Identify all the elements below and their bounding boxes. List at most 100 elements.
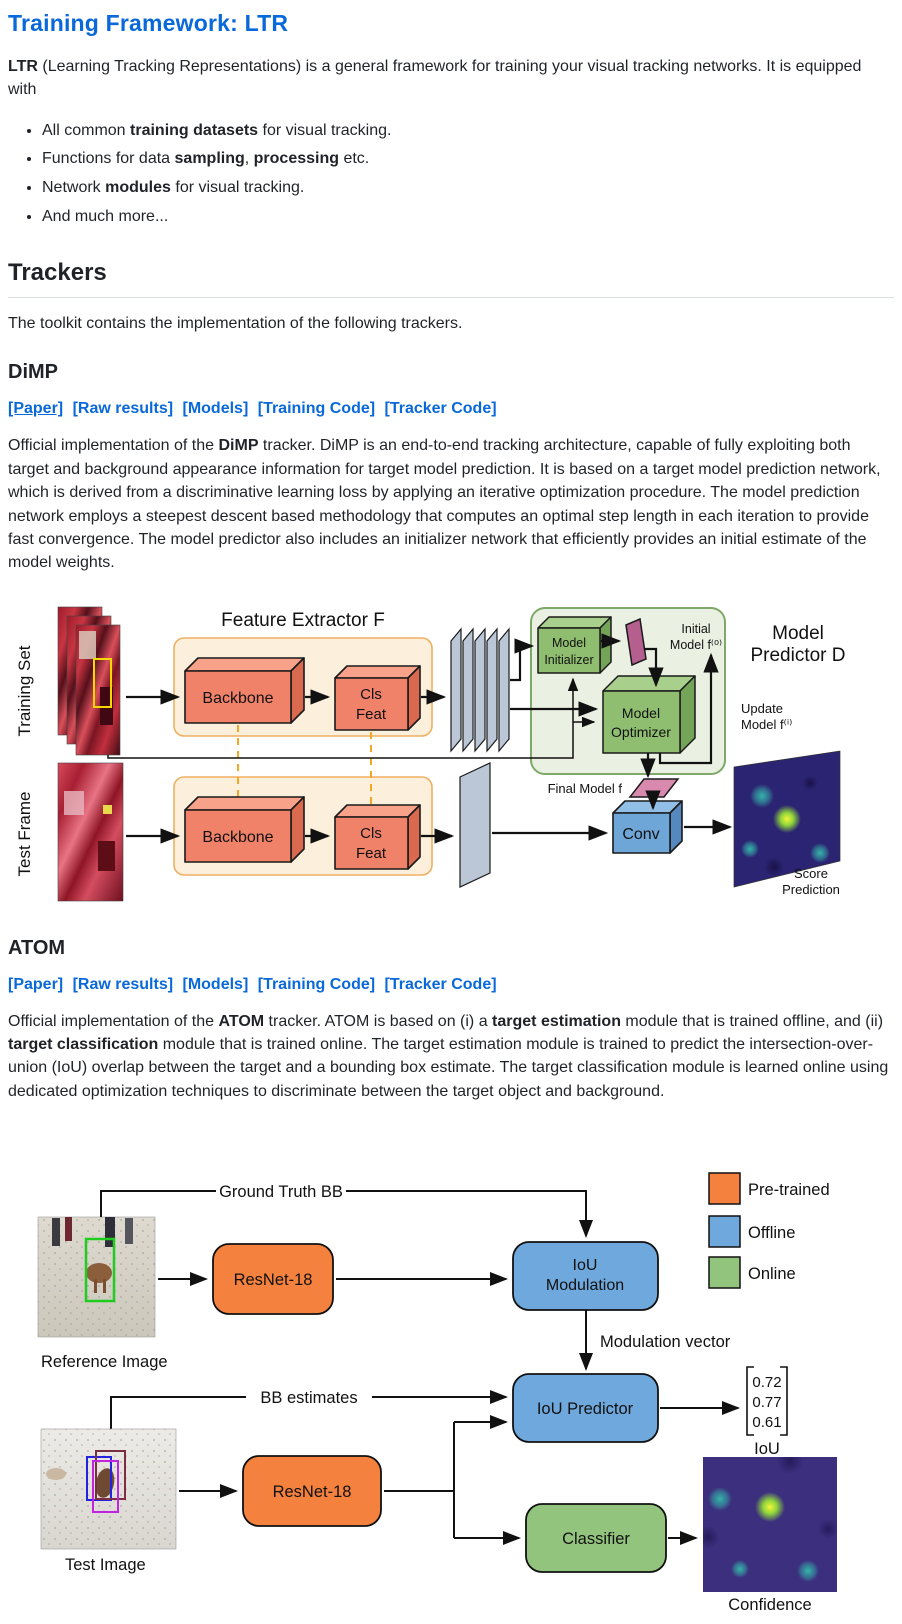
legend: Pre-trained Offline Online <box>708 1172 830 1289</box>
dimp-figure-svg: Training Set Test Frame Feature Extracto… <box>15 606 846 901</box>
model-initializer-label-2: Initializer <box>544 653 593 667</box>
ltr-intro: LTR (Learning Tracking Representations) … <box>8 58 862 99</box>
legend-label-online: Online <box>748 1265 796 1283</box>
iou-modulation-label-2: Modulation <box>546 1277 624 1294</box>
annotation-line <box>107 677 596 759</box>
backbone-label-top: Backbone <box>202 690 273 707</box>
resnet18-box-top <box>212 1243 334 1315</box>
bb-estimate-maroon <box>95 1450 126 1501</box>
ltr-feature-list: All common training datasets for visual … <box>8 120 894 227</box>
update-model-label-1: Update <box>741 701 783 716</box>
trackers-heading: Trackers <box>8 259 894 299</box>
resnet18-box-bottom <box>242 1455 382 1527</box>
legend-swatch-online <box>708 1256 741 1289</box>
backbone-label-bottom: Backbone <box>202 829 273 846</box>
list-item: And much more... <box>42 206 894 228</box>
backbone-box-top <box>184 656 305 724</box>
cls-feat-label-bottom-1: Cls <box>360 825 382 842</box>
training-code-link[interactable]: [Training Code] <box>257 975 376 993</box>
training-code-link[interactable]: [Training Code] <box>257 400 376 418</box>
iou-modulation-box <box>512 1241 659 1311</box>
cls-feat-box-bottom <box>334 803 421 870</box>
test-frame-label: Test Frame <box>15 791 34 876</box>
reference-bbox <box>84 1237 116 1303</box>
initial-model-label-2: Model f⁽⁰⁾ <box>670 638 722 652</box>
update-model-label-2: Model f⁽ⁱ⁾ <box>741 717 792 732</box>
tracker-code-link[interactable]: [Tracker Code] <box>384 400 497 418</box>
feature-extractor-title: Feature Extractor F <box>221 610 385 631</box>
feature-map-test <box>459 761 491 888</box>
dimp-description: Official implementation of the DiMP trac… <box>8 437 881 572</box>
atom-links: [Paper] [Raw results] [Models] [Training… <box>8 976 894 994</box>
list-item: Functions for data sampling, processing … <box>42 148 894 170</box>
classifier-label: Classifier <box>562 1530 630 1548</box>
model-optimizer-label-1: Model <box>622 705 660 721</box>
ground-truth-bbox <box>93 657 112 708</box>
raw-results-link[interactable]: [Raw results] <box>72 400 174 418</box>
cls-feat-label-bottom-2: Feat <box>356 845 387 862</box>
list-item: Network modules for visual tracking. <box>42 177 894 199</box>
dimp-architecture-figure: Training Set Test Frame Feature Extracto… <box>8 591 894 911</box>
model-predictor-title-2: Predictor D <box>750 645 845 666</box>
conv-box <box>612 799 683 854</box>
iou-output-vector: 0.72 0.77 0.61 <box>746 1366 788 1436</box>
model-initializer-box <box>537 615 612 674</box>
dimp-arrows <box>126 632 733 844</box>
ground-truth-bb-line <box>100 1190 593 1239</box>
dimp-heading: DiMP <box>8 361 58 384</box>
resnet18-label-bottom: ResNet-18 <box>273 1483 352 1501</box>
bb-estimate-magenta <box>92 1460 119 1514</box>
iou-predictor-box <box>512 1373 659 1443</box>
initial-model-filter <box>625 617 647 666</box>
list-item: All common training datasets for visual … <box>42 120 894 142</box>
cls-feat-label-top-1: Cls <box>360 686 382 703</box>
ltr-heading[interactable]: Training Framework: LTR <box>8 10 289 36</box>
bb-estimates-label: BB estimates <box>260 1389 357 1407</box>
training-set-label: Training Set <box>15 645 34 736</box>
models-link[interactable]: [Models] <box>182 975 249 993</box>
initial-model-label-1: Initial <box>681 622 710 636</box>
models-link[interactable]: [Models] <box>182 400 249 418</box>
model-optimizer-box <box>602 674 696 754</box>
model-predictor-title-1: Model <box>772 623 824 644</box>
legend-swatch-offline <box>708 1215 741 1248</box>
modulation-vector-label: Modulation vector <box>600 1333 731 1351</box>
reference-image <box>37 1216 156 1338</box>
iou-value-1: 0.72 <box>752 1374 781 1391</box>
iou-value-3: 0.61 <box>752 1414 781 1431</box>
tracker-code-link[interactable]: [Tracker Code] <box>384 975 497 993</box>
iou-predictor-label: IoU Predictor <box>537 1400 634 1418</box>
iou-caption: IoU <box>754 1440 780 1458</box>
paper-link[interactable]: [Paper] <box>8 975 64 993</box>
confidence-caption: Confidence <box>728 1596 811 1614</box>
paper-link[interactable]: [Paper] <box>8 400 64 418</box>
test-image-caption: Test Image <box>65 1556 146 1574</box>
atom-arrows <box>158 1272 740 1546</box>
legend-label-offline: Offline <box>748 1224 795 1242</box>
bb-estimates-line <box>110 1390 508 1430</box>
score-prediction-label-2: Prediction <box>782 882 840 897</box>
score-prediction-label-1: Score <box>794 866 828 881</box>
score-prediction-heatmap <box>733 750 841 888</box>
ground-truth-bb-label: Ground Truth BB <box>219 1183 343 1201</box>
cls-feat-box-top <box>334 664 421 731</box>
trackers-intro: The toolkit contains the implementation … <box>8 315 463 333</box>
atom-architecture-figure: Reference Image Ground Truth BB ResNet-1… <box>8 1139 894 1624</box>
dimp-links: [Paper] [Raw results] [Models] [Training… <box>8 400 894 418</box>
iou-value-2: 0.77 <box>752 1394 781 1411</box>
model-initializer-label-1: Model <box>552 636 586 650</box>
backbone-box-bottom <box>184 795 305 863</box>
iou-modulation-label-1: IoU <box>573 1257 598 1274</box>
conv-label: Conv <box>622 826 659 843</box>
resnet18-label-top: ResNet-18 <box>234 1271 313 1289</box>
confidence-heatmap <box>703 1457 837 1593</box>
feature-maps-stack <box>450 626 510 753</box>
final-model-filter <box>628 777 680 798</box>
classifier-box <box>525 1503 667 1573</box>
cls-feat-label-top-2: Feat <box>356 706 387 723</box>
raw-results-link[interactable]: [Raw results] <box>72 975 174 993</box>
legend-label-pretrained: Pre-trained <box>748 1181 830 1199</box>
reference-image-caption: Reference Image <box>41 1353 168 1371</box>
model-optimizer-label-2: Optimizer <box>611 724 671 740</box>
